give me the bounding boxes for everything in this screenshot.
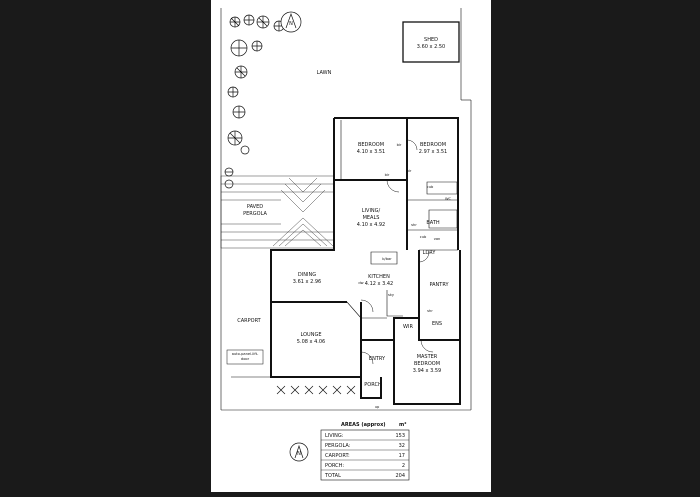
lounge-size: 5.08 x 4.06 [297, 339, 325, 345]
area-row-value: 204 [395, 473, 405, 479]
floor-plan-drawing: N SHED 3.60 x 2.50 LAWN PAVED PERGOLA [220, 8, 472, 481]
cub-label-1: cub [427, 185, 434, 189]
ldry-label: LDRY [423, 250, 437, 256]
area-row-value: 32 [399, 443, 405, 449]
garage-door-note-fo: auto-panel-lift-door [231, 352, 259, 361]
tree-icon [232, 105, 246, 119]
bath-label: BATH [426, 220, 440, 226]
up-label: up [375, 405, 380, 409]
kitchen-size: 4.12 x 3.42 [365, 281, 393, 287]
living-size: 4.10 x 4.92 [357, 222, 385, 228]
carport-label: CARPORT [237, 318, 261, 324]
north-symbol: N [289, 21, 293, 27]
pergola-label-bg [233, 201, 279, 223]
tree-icon [251, 40, 263, 52]
door-swings [360, 139, 434, 365]
area-row-label: CARPORT: [325, 453, 350, 459]
tree-icon [229, 16, 241, 28]
wc-label: WC [445, 197, 452, 201]
areas-unit: m² [399, 422, 406, 428]
tree-icon [230, 39, 248, 57]
kitchen-label: KITCHEN [368, 274, 390, 280]
shed-outline [402, 21, 460, 63]
shr-label-1: shr [411, 223, 417, 227]
pergola-label: PERGOLA [243, 211, 267, 217]
garden-trees [224, 14, 299, 189]
tree-icon [227, 86, 239, 98]
shed-label: SHED [424, 37, 438, 43]
dining-size: 3.61 x 2.96 [293, 279, 321, 285]
master-label-1: MASTER [417, 354, 438, 360]
entry-label: ENTRY [369, 356, 386, 362]
areas-header: AREAS (approx) [341, 422, 386, 428]
porch-label: PORCH [364, 382, 382, 388]
tree-icon [243, 14, 255, 26]
north-arrow-top: N [280, 11, 302, 33]
cub-label-2: cub [420, 235, 427, 239]
tree-icon [234, 65, 248, 79]
pantry-label: PANTRY [429, 282, 449, 288]
tree-icon [224, 167, 234, 177]
dw-label: dw [358, 281, 363, 285]
living-label-1: LIVING/ [362, 208, 381, 214]
bedroom1-label: BEDROOM [358, 142, 384, 148]
bedroom2-label: BEDROOM [420, 142, 446, 148]
bir-label-3: bir [385, 173, 390, 177]
north-arrow-bottom: N [289, 442, 309, 462]
area-row-label: TOTAL [324, 473, 341, 479]
pergola-hatch [220, 175, 335, 249]
shr-label-2: shr [427, 309, 433, 313]
dining-label: DINING [298, 272, 316, 278]
bbar-label: b/bar [382, 257, 392, 261]
floor-plan-sheet: N SHED 3.60 x 2.50 LAWN PAVED PERGOLA [211, 0, 491, 492]
area-row-label: LIVING: [325, 433, 344, 439]
bir-label-1: bir [397, 143, 402, 147]
bedroom2-size: 2.97 x 3.51 [419, 149, 447, 155]
living-label-2: MEALS [363, 215, 380, 221]
paved-label: PAVED [247, 204, 263, 210]
garage-door-label: auto-panel-lift-door [231, 352, 259, 361]
front-shrubs [276, 385, 356, 395]
sky-label: sky [388, 293, 395, 297]
tree-icon [256, 15, 270, 29]
area-row-label: PERGOLA: [325, 443, 351, 449]
tree-icon [240, 145, 250, 155]
van-label: van [434, 237, 441, 241]
interior-lines [231, 120, 458, 378]
bir-label-2: bir [407, 169, 412, 173]
area-row-label: PORCH: [325, 463, 344, 469]
ens-label: ENS [432, 321, 442, 327]
tree-icon [227, 130, 243, 146]
master-label-2: BEDROOM [414, 361, 440, 367]
lawn-label: LAWN [317, 70, 332, 76]
area-row-value: 2 [402, 463, 405, 469]
area-row-value: 17 [399, 453, 405, 459]
wir-label: WIR [403, 324, 413, 330]
areas-grid [320, 429, 410, 481]
area-row-value: 153 [395, 433, 405, 439]
shed-size: 3.60 x 2.50 [417, 44, 445, 50]
north-symbol: N [297, 451, 301, 457]
bedroom1-size: 4.10 x 3.51 [357, 149, 385, 155]
lounge-label: LOUNGE [301, 332, 322, 338]
areas-table: AREAS (approx) m² LIVING: 153 PERGOLA: 3… [320, 422, 410, 481]
master-size: 3.94 x 3.59 [413, 368, 441, 374]
garage-door-note [226, 349, 264, 365]
